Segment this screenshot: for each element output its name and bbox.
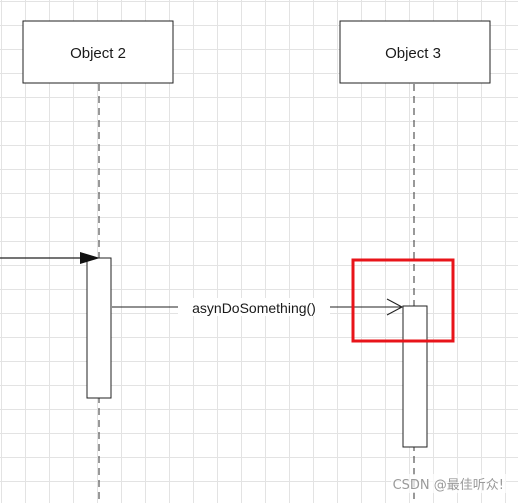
- object-3-label: Object 3: [385, 45, 441, 62]
- object-2-label: Object 2: [70, 45, 126, 62]
- activation-bar-object-3[interactable]: [402, 305, 428, 448]
- message-label-bg: [178, 298, 330, 316]
- watermark-text: CSDN @最佳听众!: [390, 474, 506, 493]
- object-3-box[interactable]: Object 3: [339, 20, 491, 84]
- object-2-box[interactable]: Object 2: [22, 20, 174, 84]
- filled-arrowhead-icon: [80, 252, 100, 264]
- activation-bar-object-2[interactable]: [86, 257, 112, 399]
- highlight-box: [351, 258, 455, 343]
- message-label: asynDoSomething(): [192, 300, 316, 316]
- open-arrowhead-icon: [386, 298, 404, 316]
